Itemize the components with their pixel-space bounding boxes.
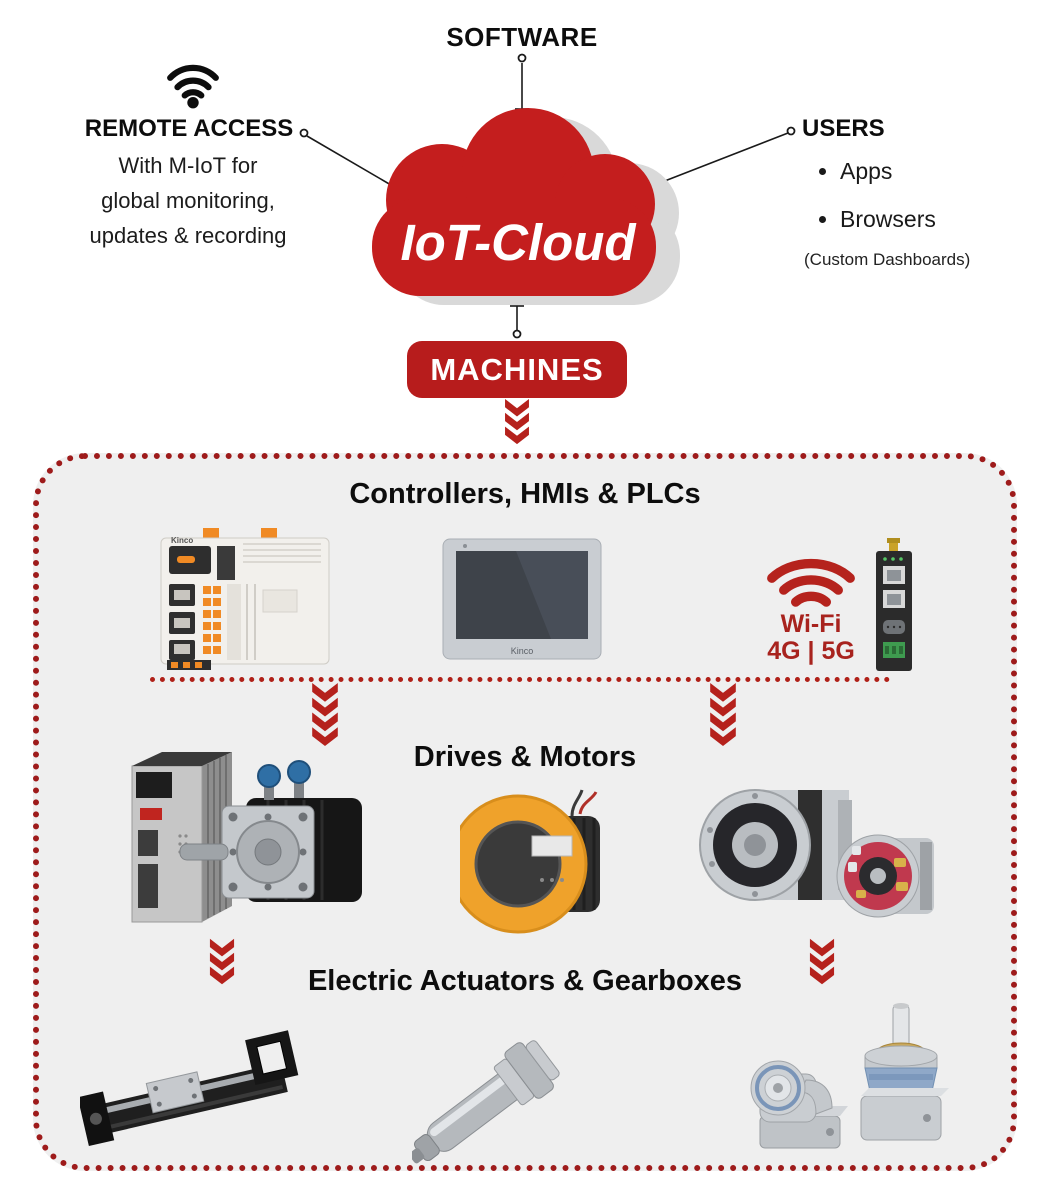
cloud-label: IoT-Cloud xyxy=(400,214,637,271)
wheel-motor-image xyxy=(460,789,600,934)
right-angle-gearbox-image xyxy=(750,1060,848,1149)
remote-access-title: REMOTE ACCESS xyxy=(84,115,294,142)
rod-actuator-image xyxy=(412,1040,560,1164)
users-item-browsers: Browsers xyxy=(840,206,1040,233)
servo-drive-and-motor-image xyxy=(131,752,362,923)
down-chevrons-icon xyxy=(312,683,338,747)
wifi-icon xyxy=(167,64,219,109)
users-item-apps: Apps xyxy=(840,158,1040,185)
hmi-brand-label: Kinco xyxy=(511,646,534,656)
plc-image: Kinco xyxy=(160,528,330,670)
robot-joint-motors-image xyxy=(699,789,934,918)
remote-access-line: updates & recording xyxy=(89,223,287,248)
iot-router-image xyxy=(876,538,912,671)
linear-actuator-image xyxy=(80,1030,299,1147)
machines-label: MACHINES xyxy=(430,351,604,387)
machines-badge: MACHINES xyxy=(407,341,627,398)
section-title-controllers: Controllers, HMIs & PLCs xyxy=(349,478,701,510)
down-chevrons-icon xyxy=(710,683,736,747)
connector-lines xyxy=(299,53,796,339)
remote-access-description: With M-IoT for global monitoring, update… xyxy=(50,148,326,253)
software-label: SOFTWARE xyxy=(446,22,598,52)
network-label: 4G | 5G xyxy=(767,637,855,665)
down-chevrons-icon xyxy=(809,938,835,985)
section-title-actuators: Electric Actuators & Gearboxes xyxy=(307,965,743,997)
section-title-drives: Drives & Motors xyxy=(413,741,637,773)
users-title: USERS xyxy=(802,115,885,142)
wifi-label: Wi-Fi xyxy=(780,610,842,638)
users-list: Apps Browsers xyxy=(818,158,1040,254)
down-chevrons-icon xyxy=(209,938,235,985)
down-chevrons-icon xyxy=(505,399,529,445)
iot-cloud-graphic: IoT-Cloud xyxy=(372,108,680,305)
hmi-image: Kinco xyxy=(442,538,602,660)
remote-access-line: With M-IoT for xyxy=(118,153,258,178)
wifi-red-icon xyxy=(767,558,855,607)
remote-access-line: global monitoring, xyxy=(101,188,275,213)
dotted-divider xyxy=(150,677,890,682)
plc-brand-label: Kinco xyxy=(171,536,193,545)
users-note: (Custom Dashboards) xyxy=(804,250,971,269)
planetary-gearbox-image xyxy=(860,1003,949,1141)
